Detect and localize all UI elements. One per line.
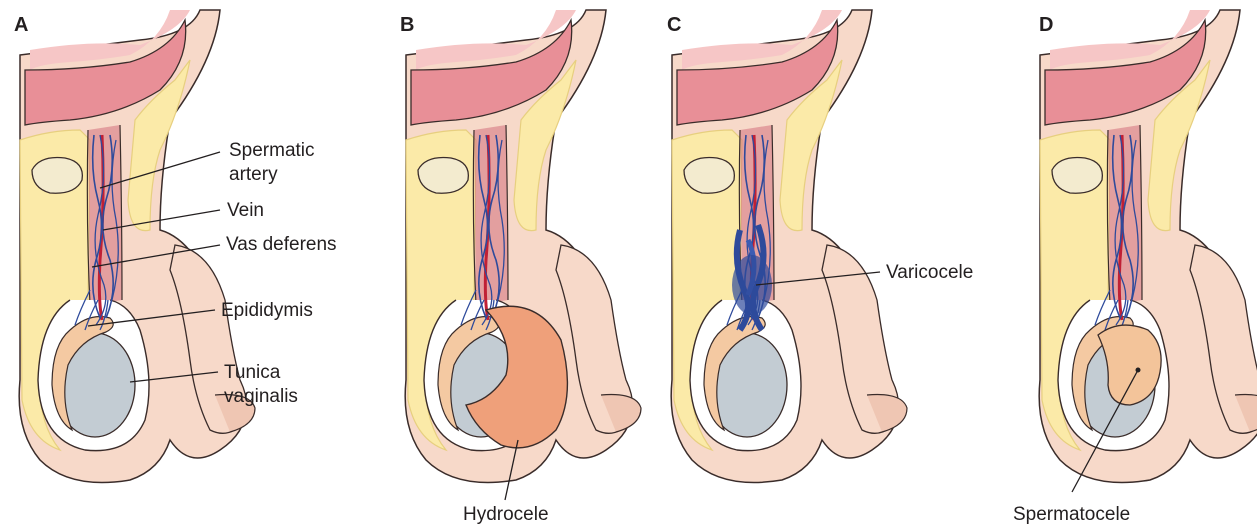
panel-letter-c: C (667, 14, 681, 37)
label-spermatic-artery: Spermatic artery (229, 139, 315, 187)
panel-letter-d: D (1039, 14, 1053, 37)
label-hydrocele: Hydrocele (463, 503, 549, 527)
label-varicocele: Varicocele (886, 261, 973, 285)
label-vas-deferens: Vas deferens (226, 233, 337, 257)
label-tunica-vaginalis: Tunica vaginalis (224, 361, 298, 409)
spermatocele-dot (1136, 368, 1141, 373)
label-epididymis: Epididymis (221, 299, 313, 323)
panel-c-illustration (671, 10, 907, 483)
panel-b-illustration (405, 10, 641, 483)
panel-letter-b: B (400, 14, 414, 37)
label-spermatocele: Spermatocele (1013, 503, 1130, 527)
panel-letter-a: A (14, 14, 28, 37)
label-vein: Vein (227, 199, 264, 223)
panel-d-illustration (1039, 10, 1257, 483)
panel-a-illustration (19, 10, 255, 483)
